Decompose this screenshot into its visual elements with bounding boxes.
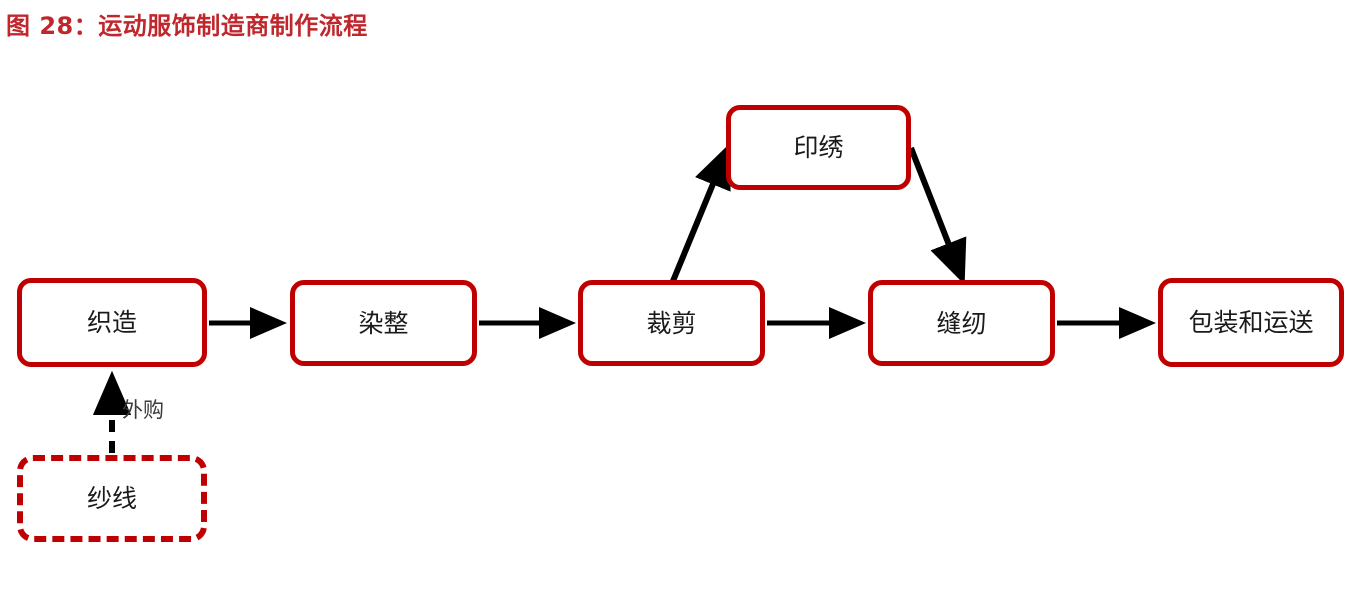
node-printing-embroidery[interactable]: 印绣 (726, 105, 911, 190)
page-title: 图 28：运动服饰制造商制作流程 (6, 12, 368, 40)
node-weaving[interactable]: 织造 (17, 278, 207, 367)
node-cutting-label: 裁剪 (646, 308, 697, 338)
node-printing-embroidery-label: 印绣 (793, 133, 844, 162)
node-yarn[interactable]: 纱线 (17, 455, 207, 542)
arrow-printing-to-sewing (908, 146, 967, 285)
node-weaving-label: 织造 (86, 308, 137, 337)
node-cutting[interactable]: 裁剪 (578, 280, 765, 366)
node-sewing-label: 缝纫 (936, 308, 987, 338)
node-yarn-label: 纱线 (86, 484, 137, 513)
node-dyeing-label: 染整 (358, 308, 409, 338)
edge-label-outsourced: 外购 (122, 398, 164, 422)
node-packaging-shipping-label: 包装和运送 (1188, 308, 1314, 337)
arrow-cutting-to-printing (670, 143, 731, 283)
node-packaging-shipping[interactable]: 包装和运送 (1158, 278, 1344, 367)
node-sewing[interactable]: 缝纫 (868, 280, 1055, 366)
node-dyeing[interactable]: 染整 (290, 280, 477, 366)
